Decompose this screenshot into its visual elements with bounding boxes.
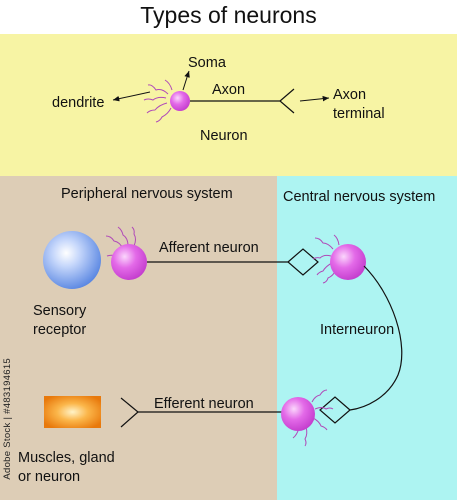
central-nervous-system-panel [277,176,457,500]
afferent-pathway [43,226,319,289]
dendrite-label: dendrite [52,95,105,111]
axon-terminal-label-line2: terminal [333,106,385,122]
interneuron-axon [349,265,403,411]
soma-label: Soma [188,55,226,71]
effector-box [44,396,101,428]
top-axon-terminal [279,88,295,114]
axon-terminal-arrow [299,95,330,102]
interneuron-terminal [319,396,351,424]
sensory-receptor-label-line2: receptor [33,322,87,338]
sensory-receptor-label-line1: Sensory [33,303,87,319]
top-soma [170,91,190,111]
soma-arrow [182,70,190,91]
dendrite-arrow [112,91,151,102]
cns-upper-dendrites [312,234,340,284]
cns-heading: Central nervous system [283,189,436,205]
axon-label: Axon [212,82,246,98]
efferent-soma [281,397,315,431]
axon-terminal-label-line1: Axon [333,87,367,103]
afferent-neuron-label: Afferent neuron [159,240,259,256]
efferent-dendrites [292,389,334,447]
efferent-terminal [120,397,139,428]
neuron-label: Neuron [200,128,248,144]
efferent-neuron-label: Efferent neuron [154,396,254,412]
afferent-soma [111,244,147,280]
diagram-title: Types of neurons [140,2,317,28]
top-dendrites [143,79,173,123]
effector-label-line2: or neuron [18,469,81,485]
interneuron-label: Interneuron [320,322,395,338]
peripheral-nervous-system-panel [0,176,277,500]
afferent-terminal [287,248,319,276]
pns-heading: Peripheral nervous system [61,186,233,202]
stock-watermark: Adobe Stock | #483194615 [2,358,13,480]
neuron-anatomy-panel [0,34,457,176]
sensory-receptor [43,231,101,289]
efferent-pathway [44,389,334,447]
neuron-anatomy [112,70,330,123]
effector-label-line1: Muscles, gland [18,450,115,466]
cns-upper-soma [330,244,366,280]
interneuron-pathway [312,234,403,424]
